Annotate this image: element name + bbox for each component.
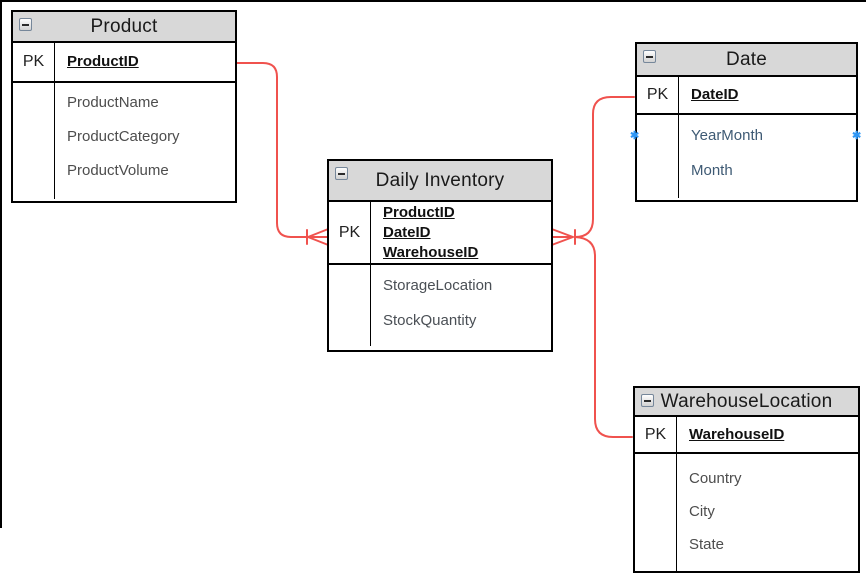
relationship-warehouse-dailyinventory[interactable] bbox=[574, 236, 633, 438]
relationship-product-dailyinventory[interactable] bbox=[236, 62, 308, 238]
field-state: State bbox=[689, 536, 725, 553]
field-yearmonth: YearMonth bbox=[691, 127, 763, 144]
field-productname: ProductName bbox=[67, 94, 159, 111]
table-title: Date bbox=[726, 48, 767, 70]
table-header: Product bbox=[13, 12, 235, 43]
pk-field-productid: ProductID bbox=[383, 203, 455, 221]
minus-glyph bbox=[646, 55, 653, 58]
field-storagelocation: StorageLocation bbox=[383, 277, 493, 294]
connection-point-icon[interactable]: ✱ bbox=[630, 130, 640, 142]
table-title: Product bbox=[90, 15, 158, 37]
relationship-date-dailyinventory[interactable] bbox=[574, 96, 635, 238]
pk-column bbox=[635, 454, 677, 571]
entity-table-product[interactable]: Product PK ProductID ProductName Product… bbox=[11, 10, 237, 203]
crow-foot-icon bbox=[306, 228, 328, 246]
pk-label: PK bbox=[635, 417, 677, 452]
pk-column bbox=[637, 115, 679, 198]
crow-foot-icon bbox=[552, 228, 576, 246]
collapse-icon[interactable] bbox=[641, 394, 654, 407]
table-header: Daily Inventory bbox=[329, 161, 551, 202]
pk-column bbox=[13, 83, 55, 199]
pk-label: PK bbox=[13, 43, 55, 81]
field-city: City bbox=[689, 503, 715, 520]
pk-field-dateid: DateID bbox=[691, 86, 739, 103]
pk-column bbox=[329, 265, 371, 346]
field-country: Country bbox=[689, 470, 742, 487]
field-stockquantity: StockQuantity bbox=[383, 312, 477, 329]
minus-glyph bbox=[644, 399, 651, 402]
minus-glyph bbox=[338, 172, 345, 175]
table-header: WarehouseLocation bbox=[635, 388, 858, 417]
pk-label: PK bbox=[637, 77, 679, 113]
table-header: Date bbox=[637, 44, 856, 77]
table-title: WarehouseLocation bbox=[660, 390, 833, 412]
canvas-border-left bbox=[0, 0, 2, 528]
connection-point-icon[interactable]: ✱ bbox=[852, 130, 862, 142]
pk-field-warehouseid: WarehouseID bbox=[383, 243, 479, 261]
pk-field-dateid: DateID bbox=[383, 223, 431, 241]
entity-table-daily-inventory[interactable]: Daily Inventory PK ProductID DateID Ware… bbox=[327, 159, 553, 352]
collapse-icon[interactable] bbox=[335, 167, 348, 180]
canvas-border-top bbox=[0, 0, 866, 2]
pk-row: PK WarehouseID bbox=[635, 417, 858, 454]
field-productcategory: ProductCategory bbox=[67, 128, 180, 145]
field-productvolume: ProductVolume bbox=[67, 162, 169, 179]
pk-field-warehouseid: WarehouseID bbox=[689, 425, 785, 443]
entity-table-warehouselocation[interactable]: WarehouseLocation PK WarehouseID Country… bbox=[633, 386, 860, 573]
pk-row: PK ProductID DateID WarehouseID bbox=[329, 202, 551, 265]
collapse-icon[interactable] bbox=[19, 18, 32, 31]
field-month: Month bbox=[691, 162, 733, 179]
collapse-icon[interactable] bbox=[643, 50, 656, 63]
pk-row: PK ProductID bbox=[13, 43, 235, 83]
entity-table-date[interactable]: Date PK DateID YearMonth Month bbox=[635, 42, 858, 202]
minus-glyph bbox=[22, 23, 29, 26]
table-title: Daily Inventory bbox=[375, 169, 505, 191]
pk-field-productid: ProductID bbox=[67, 53, 139, 70]
pk-row: PK DateID bbox=[637, 77, 856, 115]
pk-label: PK bbox=[329, 202, 371, 263]
